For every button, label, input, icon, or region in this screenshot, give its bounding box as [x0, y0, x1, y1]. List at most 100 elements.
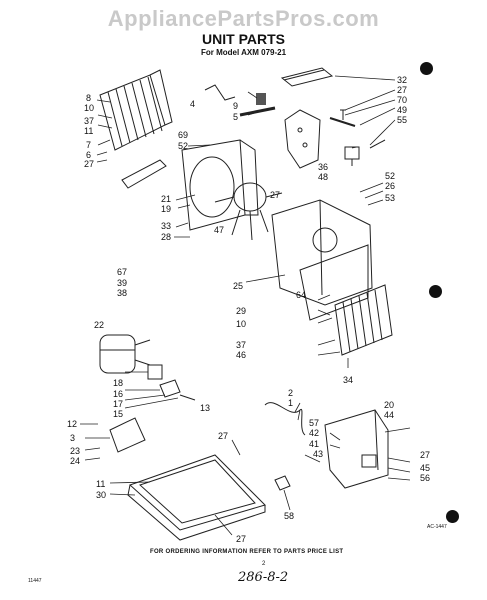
callout-label: 11	[96, 479, 106, 489]
bracket-36	[285, 110, 320, 168]
diagram-subtitle: For Model AXM 079-21	[200, 48, 287, 57]
part-13	[180, 395, 195, 400]
callout-label: 27	[270, 190, 281, 200]
wire-1	[265, 403, 305, 435]
capacitor-55	[345, 140, 385, 166]
callout-label: 16	[113, 389, 124, 399]
callout-label: 42	[309, 428, 320, 438]
handwritten-note: 286-8-2	[238, 570, 289, 585]
callout-label: 52	[385, 171, 396, 181]
callout-label: 26	[385, 181, 396, 191]
page-number: 2	[262, 561, 266, 567]
callout-label: 33	[161, 221, 172, 231]
leader-lines	[80, 76, 410, 535]
callout-label: 58	[284, 511, 295, 521]
callout-label: 23	[70, 446, 81, 456]
callout-label: 27	[218, 431, 229, 441]
callout-label: 28	[161, 232, 172, 242]
callout-label: 27	[397, 85, 408, 95]
condenser-coil-top	[100, 70, 172, 150]
housing-25	[272, 200, 372, 305]
control-bracket-44	[325, 410, 388, 488]
callout-label: 41	[309, 439, 320, 449]
callout-label: 37	[236, 340, 247, 350]
callout-label: 24	[70, 456, 81, 466]
callout-label: 43	[313, 449, 324, 459]
callout-label: 48	[318, 172, 329, 182]
compressor-22	[100, 335, 150, 373]
figure-reference: AC-1447	[427, 524, 447, 530]
callout-label: 21	[161, 194, 172, 204]
callout-label: 29	[236, 306, 247, 316]
part-16	[160, 380, 180, 397]
callout-label: 38	[117, 288, 128, 298]
callout-label: 9	[233, 101, 239, 111]
callout-label: 22	[94, 320, 105, 330]
scroll-panel	[300, 245, 368, 320]
callout-label: 47	[214, 225, 225, 235]
switch-58	[275, 476, 290, 490]
callout-label: 18	[113, 378, 124, 388]
callout-label: 46	[236, 350, 247, 360]
diagram-title: UNIT PARTS	[202, 31, 285, 47]
callout-label: 30	[96, 490, 107, 500]
callout-label: 15	[113, 409, 124, 419]
callout-label: 69	[178, 130, 189, 140]
clip-9	[256, 93, 266, 105]
callout-label: 56	[420, 473, 431, 483]
callout-label: 20	[384, 400, 395, 410]
callout-label: 17	[113, 399, 124, 409]
binder-hole	[429, 285, 442, 298]
callout-label: 53	[385, 193, 396, 203]
callout-label: 57	[309, 418, 320, 428]
callout-label: 19	[161, 204, 172, 214]
callout-label: 5	[233, 112, 239, 122]
binder-hole	[420, 62, 433, 75]
callout-label: 55	[397, 115, 408, 125]
callout-label: 39	[117, 278, 128, 288]
callout-label: 44	[384, 410, 395, 420]
ordering-note: FOR ORDERING INFORMATION REFER TO PARTS …	[150, 549, 344, 555]
callout-label: 11	[84, 126, 94, 136]
callout-label: 27	[84, 159, 95, 169]
callout-label: 37	[84, 116, 95, 126]
corner-code: 11447	[28, 578, 42, 584]
callout-label: 7	[86, 140, 92, 150]
base-pan-30	[128, 455, 265, 540]
callout-label: 70	[397, 95, 408, 105]
part-18	[148, 365, 162, 379]
fan-shroud-21	[182, 140, 258, 230]
callout-label: 8	[86, 93, 92, 103]
callout-label: 64	[296, 290, 307, 300]
callout-label: 45	[420, 463, 431, 473]
callout-label: 4	[190, 99, 196, 109]
callout-label: 2	[288, 388, 294, 398]
bracket-4	[205, 85, 235, 100]
callout-label: 36	[318, 162, 329, 172]
callout-label: 67	[117, 267, 128, 277]
callout-label: 1	[288, 398, 294, 408]
panel-32	[282, 68, 332, 86]
mount-3	[110, 418, 145, 452]
callout-label: 6	[86, 150, 92, 160]
callout-label: 25	[233, 281, 244, 291]
rod-49	[330, 118, 355, 126]
callout-label: 52	[178, 141, 189, 151]
fan-motor-47	[215, 183, 282, 240]
callout-label: 27	[236, 534, 247, 544]
rod-5	[240, 108, 275, 115]
callout-label: 34	[343, 375, 354, 385]
callout-label: 49	[397, 105, 408, 115]
callout-label: 27	[420, 450, 431, 460]
callout-label: 32	[397, 75, 408, 85]
gasket-69	[122, 160, 166, 188]
watermark: AppliancePartsPros.com	[107, 6, 380, 31]
callout-label: 3	[70, 433, 76, 443]
callout-label: 10	[84, 103, 95, 113]
evaporator-coil	[335, 285, 392, 355]
binder-hole	[446, 510, 459, 523]
callout-label: 10	[236, 319, 247, 329]
callout-label: 13	[200, 403, 211, 413]
callout-label: 12	[67, 419, 78, 429]
